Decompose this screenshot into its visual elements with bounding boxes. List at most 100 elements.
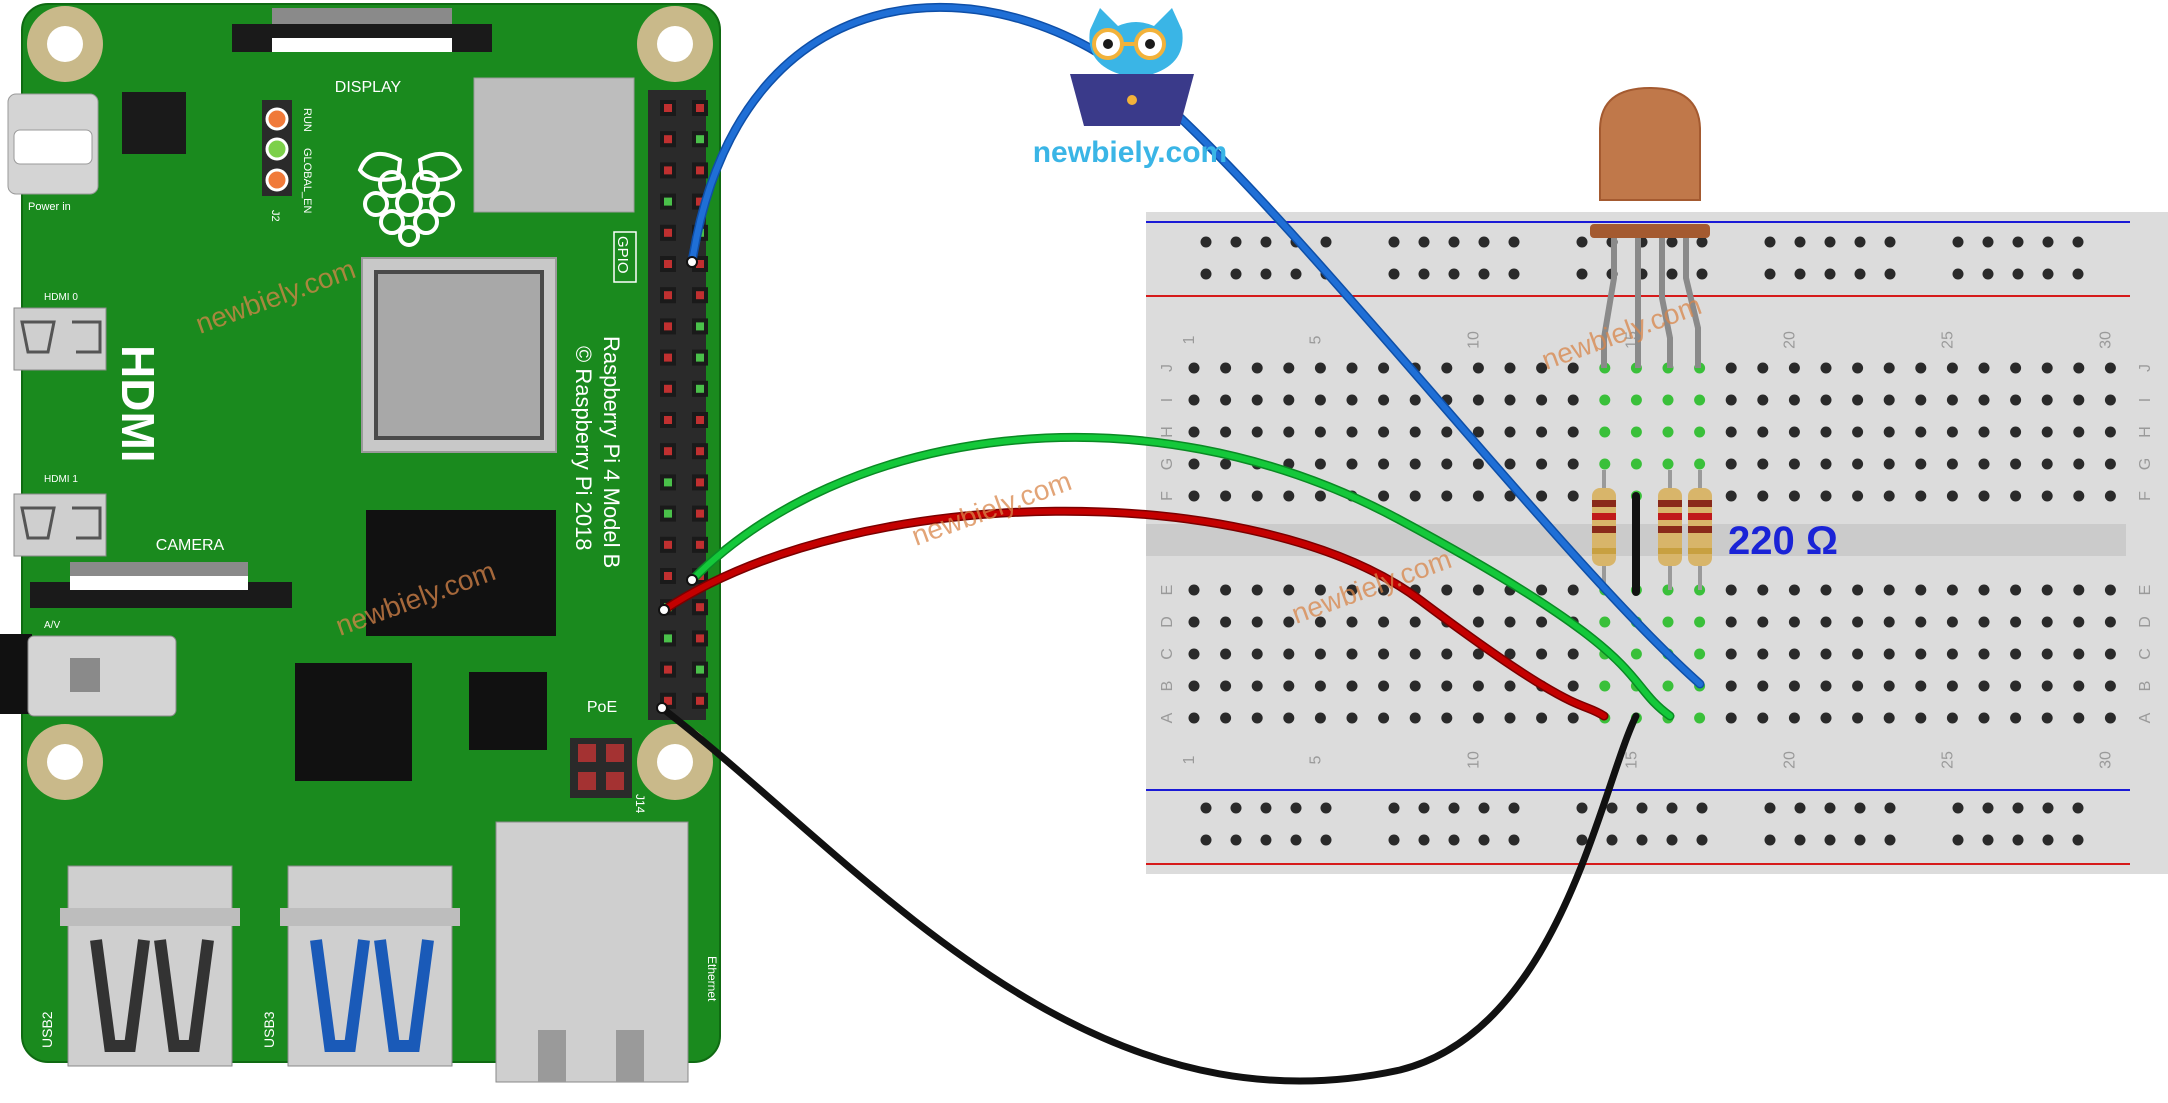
gpio-pin-pad <box>664 291 672 300</box>
gpio-pin-pad <box>696 416 704 424</box>
breadboard-hole <box>1915 648 1927 660</box>
breadboard-hole <box>1441 426 1453 438</box>
rail-hole <box>1952 802 1964 814</box>
breadboard-hole <box>1409 712 1421 724</box>
breadboard-hole <box>1694 426 1706 438</box>
breadboard-hole <box>1504 394 1516 406</box>
gpio-pin-pad <box>664 104 672 112</box>
breadboard-hole <box>1630 648 1642 660</box>
breadboard-col-number: 20 <box>1781 331 1798 349</box>
resistors: 220 Ω <box>1592 470 1838 596</box>
breadboard-hole <box>1725 680 1737 692</box>
breadboard-hole <box>1283 712 1295 724</box>
breadboard-hole <box>1378 616 1390 628</box>
breadboard-row-letter: B <box>2137 681 2154 692</box>
rail-hole <box>2072 236 2084 248</box>
rail-hole <box>1854 268 1866 280</box>
breadboard-row-letter: C <box>2137 648 2154 660</box>
resistor-blue-channel <box>1688 470 1712 590</box>
gpio-header: GPIO <box>613 90 708 720</box>
hdmi-big-label: HDMI <box>112 345 164 463</box>
hdmi0-port: HDMI 0 <box>13 292 107 371</box>
rail-hole <box>2012 236 2024 248</box>
breadboard-hole <box>1220 616 1232 628</box>
breadboard-row-letter: H <box>1159 426 1176 438</box>
breadboard-hole <box>1409 616 1421 628</box>
breadboard-hole <box>1251 680 1263 692</box>
model-label: Raspberry Pi 4 Model B <box>599 336 624 568</box>
breadboard-hole <box>1883 584 1895 596</box>
breadboard-hole <box>1536 712 1548 724</box>
av-jack: A/V <box>0 620 177 717</box>
breadboard-row-letter: C <box>1159 648 1176 660</box>
breadboard-hole <box>2104 394 2116 406</box>
breadboard-hole <box>1599 394 1611 406</box>
breadboard-hole <box>1852 362 1864 374</box>
rail-hole <box>1388 834 1400 846</box>
breadboard-hole <box>1441 362 1453 374</box>
breadboard-hole <box>1820 680 1832 692</box>
breadboard-hole <box>2010 394 2022 406</box>
breadboard-hole <box>1978 426 1990 438</box>
breadboard-hole <box>1567 584 1579 596</box>
usb2-label: USB2 <box>39 1011 55 1048</box>
breadboard-hole <box>1536 362 1548 374</box>
rail-hole <box>1448 834 1460 846</box>
breadboard-hole <box>1599 458 1611 470</box>
breadboard-hole <box>1820 490 1832 502</box>
breadboard-hole <box>1441 458 1453 470</box>
breadboard-hole <box>1820 362 1832 374</box>
rail-hole <box>2042 268 2054 280</box>
breadboard-hole <box>2073 648 2085 660</box>
soc-chip <box>361 257 557 453</box>
breadboard-hole <box>1567 490 1579 502</box>
breadboard-hole <box>1283 616 1295 628</box>
breadboard-hole <box>1188 680 1200 692</box>
gpio-pin-pad <box>696 540 704 549</box>
rail-hole <box>1982 834 1994 846</box>
rail-hole <box>1200 834 1212 846</box>
rail-hole <box>2072 268 2084 280</box>
breadboard-hole <box>2104 616 2116 628</box>
rail-hole <box>1418 802 1430 814</box>
breadboard-hole <box>1883 362 1895 374</box>
display-label: DISPLAY <box>335 79 402 96</box>
breadboard-hole <box>1630 426 1642 438</box>
laptop-icon <box>1070 74 1194 126</box>
breadboard-row-letter: A <box>1159 712 1176 723</box>
breadboard-hole <box>2041 584 2053 596</box>
breadboard-hole <box>1820 584 1832 596</box>
breadboard-hole <box>1283 680 1295 692</box>
rail-hole <box>1320 834 1332 846</box>
breadboard-col-number: 1 <box>1181 755 1198 764</box>
breadboard-hole <box>1788 680 1800 692</box>
breadboard-hole <box>1725 648 1737 660</box>
breadboard-hole <box>1283 648 1295 660</box>
breadboard-hole <box>2073 680 2085 692</box>
breadboard-hole <box>2104 490 2116 502</box>
breadboard-hole <box>1536 584 1548 596</box>
breadboard-hole <box>1378 680 1390 692</box>
hdmi1-label: HDMI 1 <box>44 474 78 485</box>
breadboard-hole <box>2041 712 2053 724</box>
breadboard-hole <box>1536 490 1548 502</box>
breadboard-hole <box>1883 426 1895 438</box>
rail-hole <box>1952 236 1964 248</box>
gpio-pin-pad <box>696 384 704 393</box>
breadboard-hole <box>1314 490 1326 502</box>
rail-hole <box>1230 236 1242 248</box>
usb2-port: USB2 <box>39 865 240 1067</box>
gpio-pin-pad <box>696 665 704 674</box>
breadboard-hole <box>1694 648 1706 660</box>
j14-label: J14 <box>633 794 647 814</box>
rail-hole <box>1982 268 1994 280</box>
led-run-label: RUN <box>301 108 313 132</box>
usb3-label: USB3 <box>261 1011 277 1048</box>
breadboard-hole <box>1314 616 1326 628</box>
breadboard-hole <box>2010 490 2022 502</box>
breadboard-hole <box>1220 648 1232 660</box>
rail-hole <box>1418 268 1430 280</box>
breadboard-hole <box>2041 362 2053 374</box>
breadboard-hole <box>1346 616 1358 628</box>
